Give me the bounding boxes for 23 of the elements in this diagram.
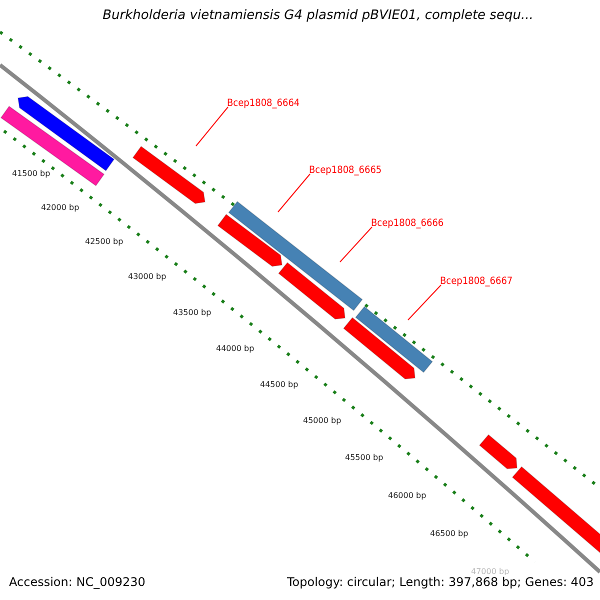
accession-text: Accession: NC_009230 [9,575,146,589]
leader-line [340,226,372,262]
summary-text: Topology: circular; Length: 397,868 bp; Genes: 403 [287,575,594,589]
tick-label: 44500 bp [260,380,298,389]
tick-label: 45000 bp [303,416,342,425]
plot-title: Burkholderia vietnamiensis G4 plasmid pBVIE01, complete sequ... [102,8,534,23]
tick-label: 42000 bp [41,203,80,212]
tick-label: 43000 bp [128,272,166,281]
tick-label: 45500 bp [345,453,384,462]
leader-line [196,106,228,146]
tick-label: 44000 bp [216,344,254,353]
gene-label: Bcep1808_6665 [309,165,382,176]
gene-label: Bcep1808_6667 [440,276,513,287]
gene-label: Bcep1808_6666 [371,218,444,229]
tick-label: 46000 bp [388,491,426,500]
tick-label: 43500 bp [173,308,212,317]
leader-line [408,284,442,320]
tick-label: 41500 bp [12,169,50,178]
tick-label: 46500 bp [430,529,468,538]
tick-label: 42500 bp [85,237,124,246]
leader-line [278,174,310,212]
tick-label: 47000 bp [471,567,510,576]
gene-label: Bcep1808_6664 [227,98,300,109]
